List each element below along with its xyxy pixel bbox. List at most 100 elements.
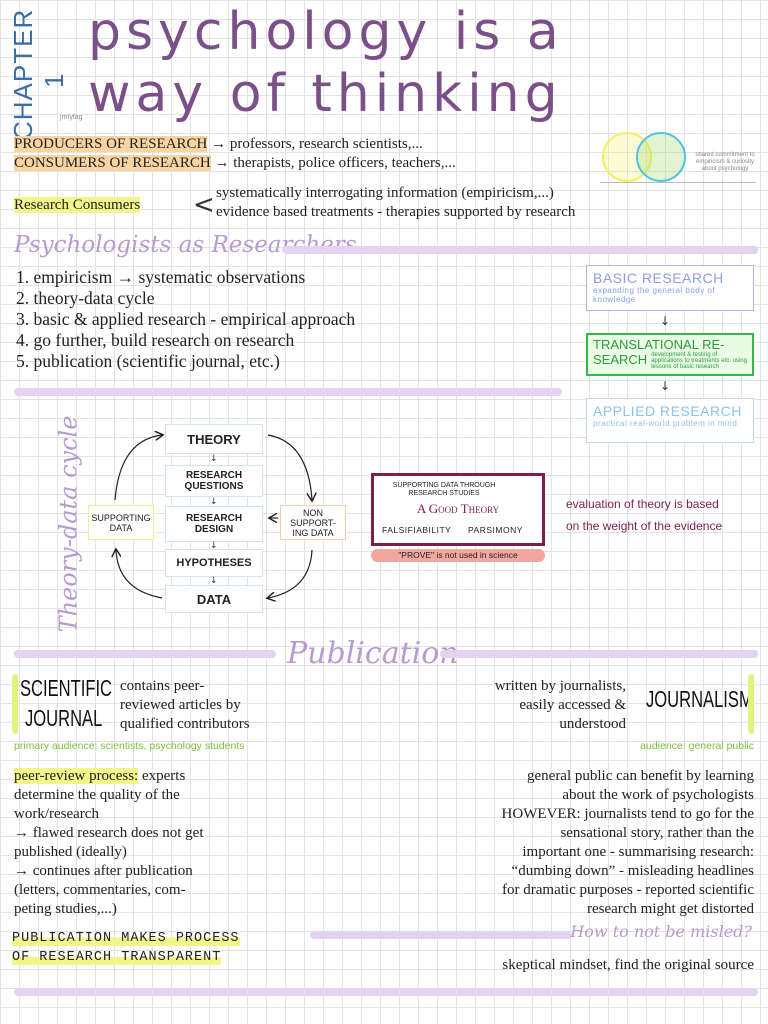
journalism-desc-2: easily accessed & [519,697,626,713]
journalism-accent-bar [748,674,754,734]
translational-research-desc: development & testing of applications to… [651,352,747,370]
journal-desc-1: contains peer- [120,678,205,694]
cycle-arrows [80,420,380,620]
theory-box: THEORY [165,424,263,454]
translational-research-box: TRANSLATIONAL RE- SEARCH development & t… [586,333,754,376]
researchers-item-4: 4. go further, build research on researc… [16,330,295,350]
consumers-text: → therapists, police officers, teachers,… [214,155,456,171]
author-tag: jmtyfag [60,114,83,121]
producers-row: PRODUCERS OF RESEARCH → professors, rese… [14,135,423,154]
journalism-desc-1: written by journalists, [494,678,626,694]
transparency-text-2: OF RESEARCH TRANSPARENT [12,950,222,965]
arrow-down-icon: ↓ [210,576,218,586]
peer-review-line-8: peting studies,...) [14,901,117,917]
good-theory-box: SUPPORTING DATA THROUGH RESEARCH STUDIES… [371,473,545,546]
journalism-title: JOURNALISM [646,686,753,712]
section-rule [14,388,562,396]
public-line-3: HOWEVER: journalists tend to go for the [501,806,754,822]
supporting-data-box: SUPPORTING DATA [88,505,154,540]
research-consumers-line-1: systematically interrogating information… [216,185,554,201]
journalism-audience: audience: general public [640,740,754,752]
researchers-item-1: 1. empiricism → systematic observations [16,267,306,287]
data-box: DATA [165,585,263,613]
basic-research-box: BASIC RESEARCH expanding the general bod… [586,265,754,311]
research-design-box: RESEARCH DESIGN [165,506,263,542]
parsimony-label: PARSIMONY [468,525,523,535]
journal-desc-3: qualified contributors [120,716,250,732]
research-consumers-label: Research Consumers [14,197,141,213]
transparency-line-2: OF RESEARCH TRANSPARENT [12,950,222,965]
chapter-label: CHAPTER 1 [8,8,69,140]
arrow-down-icon: ↓ [660,314,671,328]
falsifiability-label: FALSIFIABILITY [382,525,452,535]
good-theory-title: A Good Theory [416,501,500,516]
evaluation-note-2: on the weight of the evidence [566,519,723,533]
nonsupporting-data-box: NON SUPPORT- ING DATA [280,505,346,540]
peer-review-line-4: → flawed research does not get [14,825,204,841]
arrow-down-icon: ↓ [210,497,218,507]
basic-research-title: BASIC RESEARCH [593,270,724,286]
venn-caption: shared commitment to empiricism & curios… [695,152,755,172]
peer-review-line-2: determine the quality of the [14,787,180,803]
section-rule [14,988,758,996]
journalism-desc-3: understood [559,716,626,732]
venn-diagram [598,130,698,182]
researchers-item-5: 5. publication (scientific journal, etc.… [16,351,280,371]
page-title-line-2: way of thinking [88,64,563,124]
journal-accent-bar [12,674,18,734]
peer-review-line-1: peer-review process: experts [14,767,185,786]
misled-question: How to not be misled? [570,922,752,941]
public-line-6: “dumbing down” - misleading headlines [511,863,754,879]
consumers-label: CONSUMERS OF RESEARCH [14,155,211,171]
prove-note: "PROVE" is not used in science [371,549,545,562]
researchers-item-2: 2. theory-data cycle [16,288,155,308]
translational-research-title-2: SEARCH [593,352,648,367]
arrow-down-icon: ↓ [210,454,218,464]
section-heading-researchers: Psychologists as Researchers [14,232,357,258]
section-rule [440,650,758,658]
peer-review-line-7: (letters, commentaries, com- [14,882,186,898]
section-rule [14,650,276,658]
public-line-4: sensational story, rather than the [560,825,754,841]
peer-review-line-3: work/research [14,806,99,822]
research-consumers-line-2: evidence based treatments - therapies su… [216,204,576,220]
public-line-1: general public can benefit by learning [527,768,754,784]
translational-research-title-1: TRANSLATIONAL RE- [593,337,725,352]
public-line-8: research might get distorted [586,901,754,917]
theory-data-cycle-label: Theory-data cycle [54,415,83,633]
arrow-down-icon: ↓ [210,541,218,551]
section-heading-publication: Publication [287,636,459,671]
transparency-line-1: PUBLICATION MAKES PROCESS [12,931,240,946]
scientific-journal-title-2: JOURNAL [25,705,103,731]
applied-research-desc: practical real-world problem in mind [593,419,738,428]
peer-review-label: peer-review process: [14,768,139,784]
good-theory-top-text: SUPPORTING DATA THROUGH RESEARCH STUDIES [392,482,496,497]
evaluation-note-1: evaluation of theory is based [566,497,719,511]
peer-review-line-5: published (ideally) [14,844,127,860]
venn-circle-consumers [636,132,686,182]
divider [600,182,756,183]
peer-review-text: experts [138,768,186,784]
hypotheses-box: HYPOTHESES [165,549,263,577]
applied-research-box: APPLIED RESEARCH practical real-world pr… [586,398,754,443]
research-consumers-label-wrap: Research Consumers [14,196,141,215]
researchers-item-3: 3. basic & applied research - empirical … [16,309,356,329]
journal-desc-2: reviewed articles by [120,697,241,713]
page-title-line-1: psychology is a [88,2,564,62]
peer-review-line-6: → continues after publication [14,863,193,879]
section-rule [282,246,758,254]
misled-answer: skeptical mindset, find the original sou… [502,957,754,973]
applied-research-title: APPLIED RESEARCH [593,403,742,419]
public-line-5: important one - summarising research: [522,844,754,860]
transparency-text-1: PUBLICATION MAKES PROCESS [12,931,240,946]
basic-research-desc: expanding the general body of knowledge [593,286,716,304]
research-questions-box: RESEARCH QUESTIONS [165,465,263,497]
public-line-7: for dramatic purposes - reported scienti… [502,882,754,898]
producers-text: → professors, research scientists,... [211,136,423,152]
bracket-symbol: < [193,190,215,220]
consumers-row: CONSUMERS OF RESEARCH → therapists, poli… [14,154,456,173]
arrow-down-icon: ↓ [660,379,671,393]
scientific-journal-title-1: SCIENTIFIC [20,675,113,701]
section-rule [310,931,572,939]
journal-audience: primary audience: scientists, psychology… [14,740,245,752]
